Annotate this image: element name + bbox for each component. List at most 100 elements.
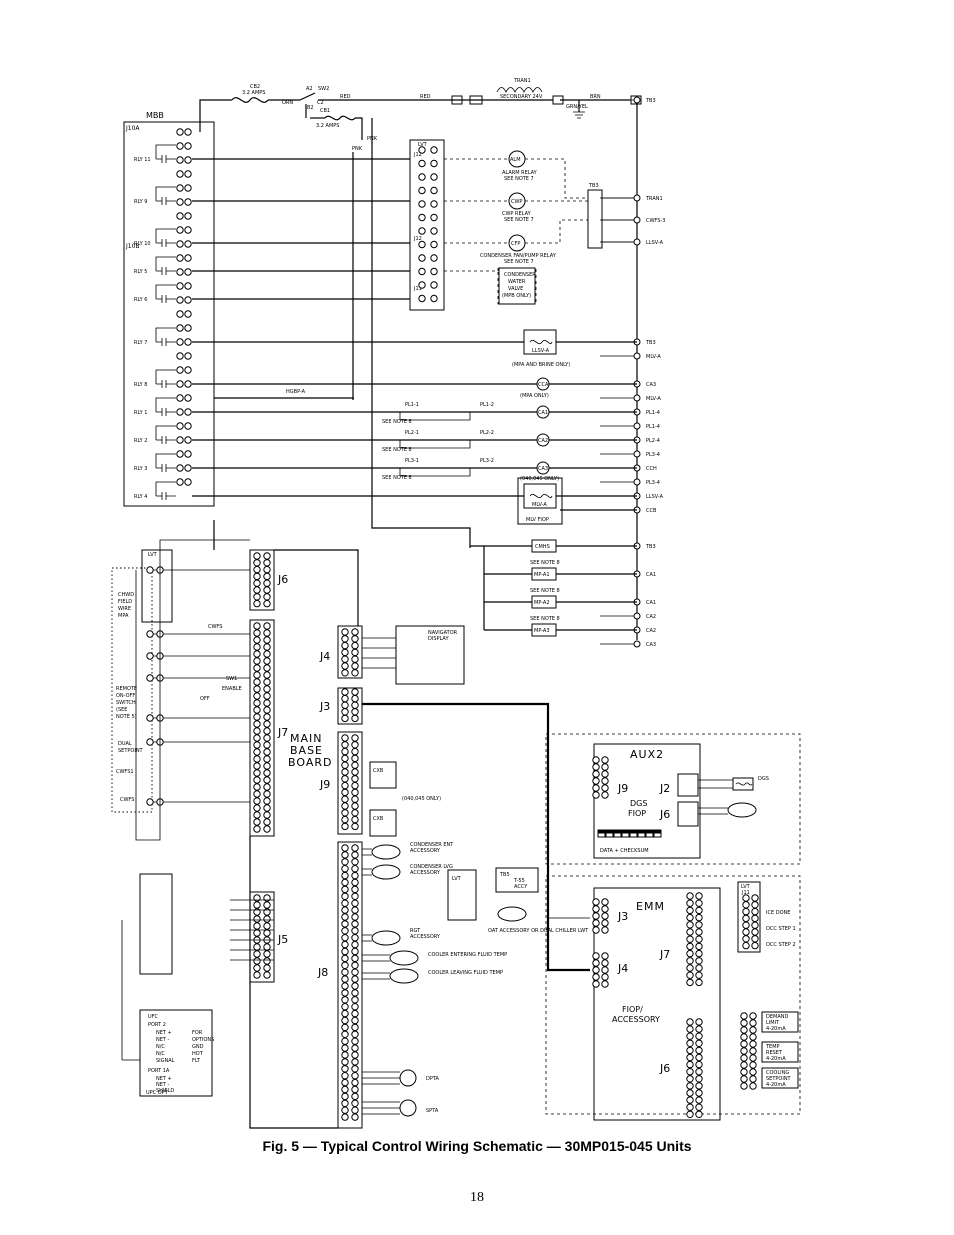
- remote-l4: (SEE: [116, 707, 127, 713]
- ufc-title: UFC: [148, 1014, 159, 1020]
- rgt-l1: RGT: [410, 928, 421, 934]
- lvt-pin: [418, 200, 426, 208]
- mbb-pin: [184, 254, 192, 262]
- right-terminal-label: CA2: [646, 628, 656, 634]
- mbb-pin: [176, 324, 184, 332]
- board-pin: [253, 671, 261, 679]
- cwp-relay-label: CWP RELAY: [502, 211, 532, 217]
- emm-pin: [686, 1039, 694, 1048]
- ufc-option: HOT: [192, 1051, 204, 1057]
- board-pin: [341, 1065, 349, 1073]
- aux2-j6: J6: [659, 808, 670, 821]
- navigator-l2: DISPLAY: [428, 636, 449, 642]
- emm-pin: [686, 1096, 694, 1104]
- emm-pin: [601, 770, 609, 778]
- emm-pin: [686, 964, 694, 972]
- relay-label: RLY 6: [134, 297, 147, 303]
- board-pin-columns: [230, 552, 396, 1121]
- pl3-1-label: PL3-1: [405, 458, 419, 464]
- mbb-pin: [176, 156, 184, 164]
- lvt-pin: [430, 227, 438, 235]
- transducer-wire: [362, 1071, 400, 1085]
- lvt-pin: [430, 146, 438, 154]
- board-pin: [341, 878, 349, 887]
- emm-pin: [686, 978, 694, 987]
- board-pin: [341, 701, 349, 709]
- right-terminal: [633, 422, 641, 430]
- emm-pin: [695, 1103, 703, 1111]
- cooler-ent-label: COOLER ENTERING FLUID TEMP: [428, 952, 507, 958]
- ufc-line: N/C: [156, 1051, 165, 1057]
- board-pin: [351, 694, 359, 703]
- remote-l3: SWITCH: [116, 700, 136, 706]
- emm-pin: [695, 1110, 703, 1119]
- lvt-j8-label: LVT: [452, 876, 462, 882]
- board-pin: [263, 572, 271, 581]
- emm-pin: [592, 777, 600, 785]
- t55-l2: ACCY: [514, 884, 528, 890]
- relay-common-wire: [155, 228, 176, 243]
- board-pin: [253, 586, 261, 594]
- wire-red-label-2: RED: [420, 94, 431, 100]
- right-terminal-label: CA1: [646, 600, 656, 606]
- right-terminal-label: CA1: [646, 572, 656, 578]
- emm-pin: [686, 1060, 694, 1069]
- board-pin: [341, 761, 349, 769]
- emm-pin: [592, 905, 600, 913]
- emm-pin: [601, 784, 609, 792]
- mbb-pin: [176, 128, 184, 136]
- board-pin: [263, 678, 271, 686]
- board-pin: [351, 662, 359, 670]
- emm-pin: [742, 894, 750, 902]
- cb2-rating: 3.2 AMPS: [242, 90, 265, 96]
- board-pin: [341, 982, 349, 990]
- pl1-1-label: PL1-1: [405, 402, 419, 408]
- board-pin: [351, 628, 359, 636]
- mbb-pin: [176, 296, 184, 304]
- mbb-pin: [176, 142, 184, 150]
- emm-pin: [740, 1082, 748, 1090]
- relay-contact: [156, 338, 176, 346]
- lvt-pin: [418, 186, 426, 195]
- relay-contact: [156, 408, 176, 416]
- mbb-pin: [176, 366, 184, 374]
- emm-pin: [742, 941, 750, 950]
- board-pin: [351, 1113, 359, 1121]
- board-pin: [341, 648, 349, 657]
- mbb-pin: [184, 198, 192, 206]
- board-pin: [351, 906, 359, 914]
- emm-pin: [686, 1046, 694, 1055]
- relay-contact: [156, 197, 176, 205]
- board-pin: [253, 818, 261, 826]
- board-pin: [351, 809, 359, 817]
- dip-cell-fill: [598, 830, 605, 834]
- dgs-l1: DGS: [630, 799, 647, 808]
- emm-pin: [592, 898, 600, 906]
- emm-pin: [695, 957, 703, 965]
- emm-pin: [749, 1082, 757, 1090]
- lvt-label: LVT: [418, 142, 428, 148]
- board-pin: [351, 1051, 359, 1059]
- lvt-j12-label-2: J12: [413, 236, 422, 242]
- emm-pin: [749, 1054, 757, 1062]
- board-pin: [263, 622, 271, 630]
- board-pin: [351, 982, 359, 990]
- dip-switch[interactable]: [597, 829, 662, 838]
- mbb-pin: [176, 422, 184, 430]
- dip-cell-fill: [638, 830, 645, 834]
- demand-l3: 4-20mA: [766, 1026, 786, 1032]
- emm-pin: [686, 899, 694, 907]
- board-pin: [341, 635, 349, 643]
- emm-pin: [740, 1054, 748, 1062]
- emm-pin: [601, 912, 609, 920]
- right-terminal: [633, 612, 641, 620]
- board-pin: [351, 858, 359, 866]
- board-pin: [263, 748, 271, 756]
- lvt-pin: [430, 200, 438, 208]
- relay-common-wire: [155, 186, 176, 201]
- right-terminal-label: CA3: [646, 382, 656, 388]
- board-pin: [263, 755, 271, 763]
- board-pin: [351, 714, 359, 723]
- left-switch-wires: [135, 539, 250, 841]
